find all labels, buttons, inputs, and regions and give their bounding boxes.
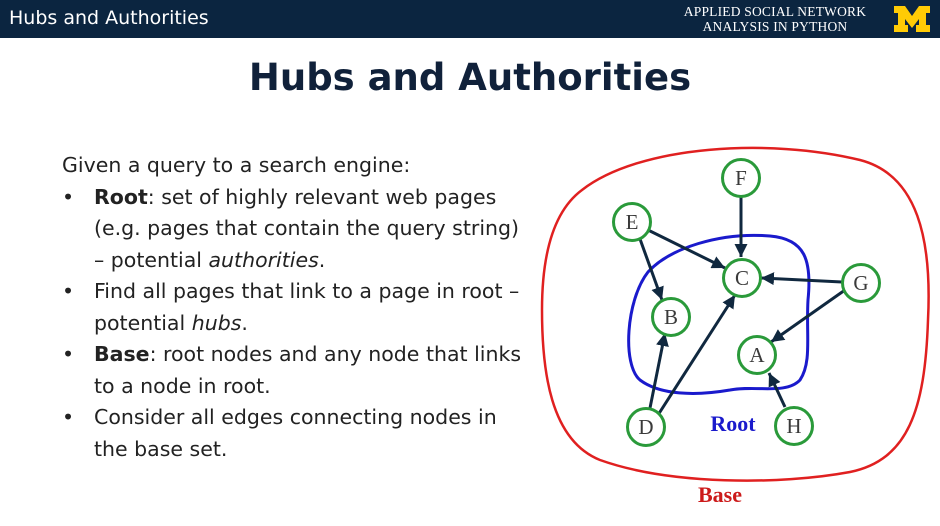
base-label: Base <box>698 482 742 507</box>
node-label: H <box>786 414 801 438</box>
block-m-logo-icon <box>894 6 930 32</box>
node-label: A <box>749 343 765 367</box>
node-a: A <box>737 335 777 375</box>
node-b: B <box>651 297 691 337</box>
root-label: Root <box>710 411 756 436</box>
hubs-authorities-diagram: F E C G B A D H Root Base <box>540 146 930 507</box>
edges <box>638 197 846 416</box>
edge-g-c <box>760 272 843 286</box>
bullet-edges: Consider all edges connecting nodes in t… <box>62 402 532 465</box>
node-d: D <box>626 407 666 447</box>
intro-text: Given a query to a search engine: <box>62 153 411 177</box>
edge-g-a <box>770 288 846 344</box>
node-e: E <box>612 202 652 242</box>
header-topic: Hubs and Authorities <box>9 7 209 29</box>
base-boundary <box>540 146 930 482</box>
bullet-base: Base: root nodes and any node that links… <box>62 339 532 402</box>
edge-e-b <box>638 238 664 301</box>
bullet-list: Root: set of highly relevant web pages (… <box>62 182 532 466</box>
header-bar: Hubs and Authorities APPLIED SOCIAL NETW… <box>0 0 940 38</box>
bullet-emphasis: authorities <box>208 247 319 272</box>
bullet-keyword: Base <box>94 342 150 366</box>
nodes: F E C G B A D H <box>612 158 881 447</box>
bullet-text: : root nodes and any node that links to … <box>94 342 522 398</box>
edge-e-c <box>647 228 726 270</box>
bullet-text-end: . <box>241 310 248 335</box>
bullet-emphasis: hubs <box>191 310 242 335</box>
course-title: APPLIED SOCIAL NETWORK ANALYSIS IN PYTHO… <box>660 4 890 34</box>
bullet-hubs: Find all pages that link to a page in ro… <box>62 276 532 339</box>
node-label: D <box>638 415 653 439</box>
node-h: H <box>774 406 814 446</box>
bullet-text: : set of highly relevant web pages (e.g.… <box>94 184 520 272</box>
node-label: G <box>853 271 868 295</box>
node-label: E <box>626 210 639 234</box>
node-label: F <box>735 166 747 190</box>
slide-title: Hubs and Authorities <box>248 56 692 99</box>
course-title-line2: ANALYSIS IN PYTHON <box>702 19 848 34</box>
edge-d-c <box>656 294 737 416</box>
bullet-text: Consider all edges connecting nodes in t… <box>94 405 497 461</box>
root-boundary <box>627 233 811 395</box>
bullet-root: Root: set of highly relevant web pages (… <box>62 182 532 277</box>
node-label: B <box>664 305 678 329</box>
course-title-line1: APPLIED SOCIAL NETWORK <box>683 4 867 19</box>
node-g: G <box>841 263 881 303</box>
bullet-text: Find all pages that link to a page in ro… <box>94 279 520 335</box>
bullet-keyword: Root <box>94 184 148 209</box>
bullet-text-end: . <box>318 247 326 272</box>
edge-d-b <box>648 332 669 409</box>
slide-content: Given a query to a search engine: Root: … <box>62 150 532 465</box>
edge-h-a <box>767 372 787 408</box>
node-label: C <box>735 266 749 290</box>
node-f: F <box>721 158 761 198</box>
node-c: C <box>722 258 762 298</box>
